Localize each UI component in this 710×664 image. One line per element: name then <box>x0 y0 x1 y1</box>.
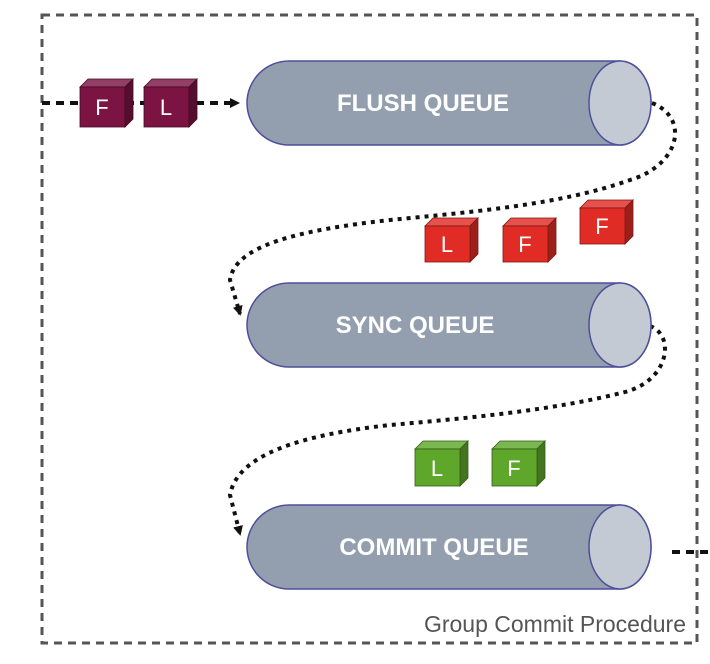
transaction-block-log: L <box>143 78 198 128</box>
commit-queue-label: COMMIT QUEUE <box>339 534 528 561</box>
sync-queue-label: SYNC QUEUE <box>336 312 495 339</box>
transaction-block-log: L <box>414 440 469 487</box>
flush-queue: FLUSH QUEUE <box>246 60 652 146</box>
flush-queue-cap <box>588 60 652 146</box>
commit-queue-cap <box>588 504 652 590</box>
after-flush-blocks: L F F <box>424 199 634 263</box>
sync-queue: SYNC QUEUE <box>246 282 652 368</box>
after-sync-blocks: L F <box>414 440 546 487</box>
svg-text:F: F <box>595 214 608 239</box>
transaction-block-flush: F <box>79 78 134 128</box>
flush-queue-label: FLUSH QUEUE <box>337 90 509 117</box>
procedure-label: Group Commit Procedure <box>424 611 686 637</box>
incoming-blocks: F L <box>79 78 198 128</box>
svg-text:L: L <box>441 232 453 257</box>
sync-queue-cap <box>588 282 652 368</box>
svg-text:F: F <box>507 456 520 481</box>
svg-text:L: L <box>160 95 172 120</box>
svg-text:L: L <box>431 456 443 481</box>
sync-to-commit-connector <box>227 324 667 536</box>
flush-to-sync-connector <box>227 101 678 316</box>
svg-text:F: F <box>95 95 108 120</box>
commit-queue: COMMIT QUEUE <box>246 504 652 590</box>
transaction-block-flush: F <box>579 199 634 245</box>
transaction-block-flush: F <box>491 440 546 487</box>
transaction-block-flush: F <box>502 217 557 263</box>
procedure-boundary <box>40 13 699 645</box>
transaction-block-log: L <box>424 217 479 263</box>
svg-text:F: F <box>518 232 531 257</box>
